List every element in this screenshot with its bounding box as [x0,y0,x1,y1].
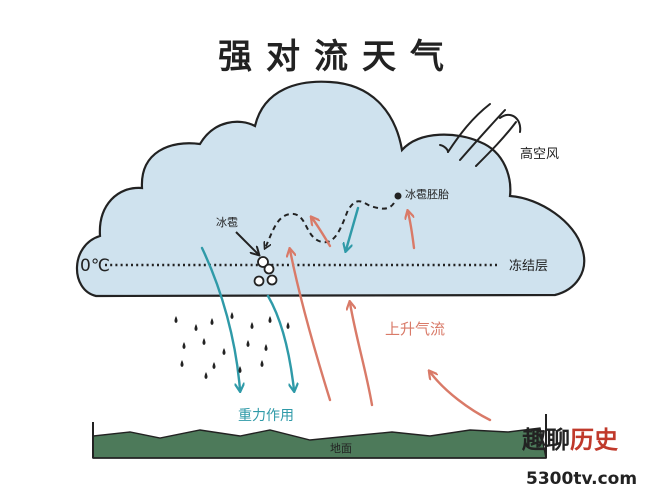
high-wind-icon [439,103,522,167]
hail-pointer-arrow [235,231,258,254]
updraft-arrows [290,212,492,422]
watermark-brand-b: 历史 [570,425,619,454]
diagram-title: 强对流天气 [218,37,458,77]
watermark-brand-a: 趣聊 [521,425,570,454]
watermark: 趣聊历史 5300tv.com [521,425,637,489]
hailstones [253,256,278,287]
watermark-url: 5300tv.com [526,469,637,489]
zero-celsius-label: 0℃ [80,256,110,276]
gravity-arrows [200,206,360,390]
hail-trajectory [265,200,395,248]
hail-label: 冰雹 [216,216,238,229]
ground-terrain [92,427,547,459]
svg-text:趣聊历史: 趣聊历史 [521,425,619,454]
storm-cloud [75,80,586,298]
hail-embryo-label: 冰雹胚胎 [405,187,449,201]
hail-embryo-dot [394,192,402,200]
high-wind-label: 高空风 [520,146,559,162]
ground-label: 地面 [330,442,352,455]
raindrops [174,312,290,379]
freezing-level-label: 冻结层 [509,258,548,274]
updraft-label: 上升气流 [385,320,445,338]
gravity-label: 重力作用 [238,408,294,424]
